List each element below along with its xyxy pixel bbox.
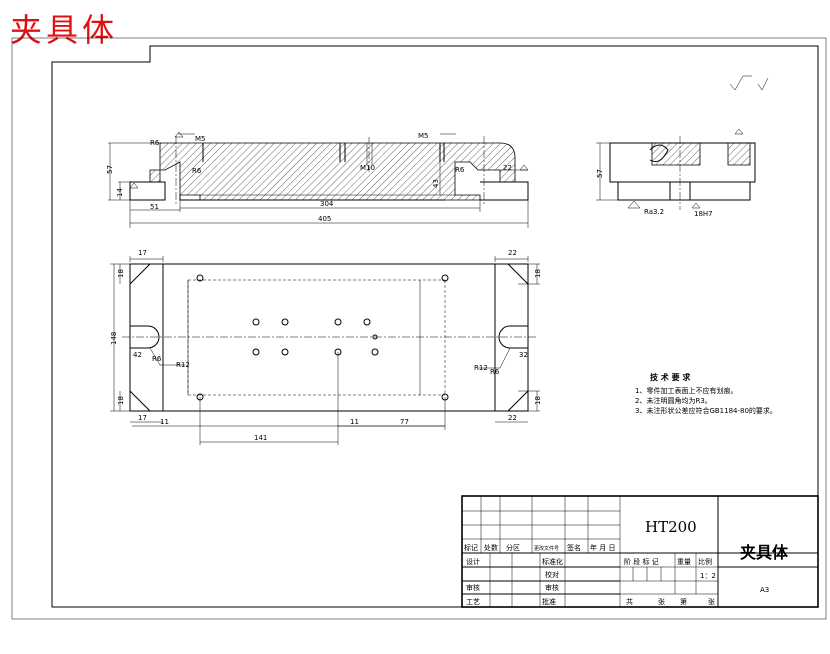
dim-front-m5-right: M5: [418, 132, 429, 140]
dim-front-r6-top: R6: [150, 139, 160, 147]
dim-front-r6-left: R6: [192, 167, 202, 175]
technical-requirements: 技 术 要 求 1、零件加工表面上不应有划痕。 2、未注明圆角均为R3。 3、未…: [635, 372, 777, 415]
tb-rev-mark: 标记: [464, 543, 478, 552]
tb-stage-label: 阶 段 标 记: [624, 557, 659, 566]
tech-req-item: 1、零件加工表面上不应有划痕。: [635, 386, 737, 395]
tb-rev-doc: 更改文件号: [534, 545, 559, 552]
tb-role-approve: 批准: [542, 597, 556, 606]
tech-req-title: 技 术 要 求: [650, 372, 691, 382]
dim-plan-bottom-right: 22: [508, 414, 517, 422]
tb-weight-label: 重量: [677, 558, 691, 566]
dim-plan-right-slot: 32: [519, 351, 528, 359]
dim-front-right: 22: [503, 164, 512, 172]
dim-front-recess: 43: [432, 179, 440, 188]
front-view: 57 14 405 304 51 43 22 R6 R6 R6 M5 M5 M1…: [106, 131, 529, 228]
outer-border: [11, 37, 827, 620]
watermark-title: 夹具体: [10, 11, 119, 49]
tb-sheet-size: A3: [760, 586, 769, 594]
dim-plan-width: 148: [110, 332, 118, 345]
title-block: 标记 处数 分区 更改文件号 签名 年 月 日 设计 审核 工艺 标准化 批准 …: [461, 495, 819, 608]
dim-plan-rbv: 18: [534, 396, 542, 405]
dim-plan-ltv: 18: [117, 269, 125, 278]
tb-sheet-num: 第: [680, 597, 687, 606]
dim-front-inner: 304: [320, 200, 334, 208]
dim-front-left: 51: [150, 203, 159, 211]
plan-view: 17 22 17 22 148 18 18 18 18 42 32 R12 R1…: [110, 249, 542, 445]
tb-scale-value: 1：2: [700, 572, 716, 580]
tb-material: HT200: [645, 518, 697, 536]
dim-plan-right-spacing: 77: [400, 418, 409, 426]
dim-plan-r12-left: R12: [176, 361, 190, 369]
tb-rev-zone: 分区: [506, 543, 520, 552]
side-view: 57 18H7 Ra3.2: [596, 128, 756, 218]
dim-plan-left-small: 11: [160, 418, 169, 426]
tb-sheet-zhang1: 张: [658, 597, 665, 606]
tb-misc-review: 审核: [545, 583, 559, 592]
tb-misc-check: 校对: [545, 570, 559, 579]
tb-role-std: 标准化: [542, 557, 563, 566]
tech-req-item: 2、未注明圆角均为R3。: [635, 396, 712, 405]
dim-plan-top-left: 17: [138, 249, 147, 257]
tb-part-name: 夹具体: [740, 543, 789, 562]
dim-front-r6-right: R6: [455, 166, 465, 174]
tb-rev-sign: 签名: [567, 543, 581, 552]
dim-front-center: M10: [360, 164, 375, 172]
drawing-frame: [51, 45, 819, 608]
dim-front-overall: 405: [318, 215, 331, 223]
tb-role-design: 设计: [466, 557, 480, 566]
dim-side-roughness: Ra3.2: [644, 208, 664, 216]
tb-role-review: 审核: [466, 583, 480, 592]
dim-front-height: 57: [106, 165, 114, 174]
dim-plan-lbv: 18: [117, 396, 125, 405]
plan-holes: [196, 274, 449, 401]
dim-plan-left-slot: 42: [133, 351, 142, 359]
tb-rev-date: 年 月 日: [590, 543, 615, 552]
dim-plan-rtv: 18: [534, 269, 542, 278]
dim-plan-r12-right: R12: [474, 364, 488, 372]
dim-side-height: 57: [596, 169, 604, 178]
dim-front-base: 14: [116, 188, 124, 197]
dim-plan-mid-small: 11: [350, 418, 359, 426]
dim-plan-spacing: 141: [254, 434, 267, 442]
dim-plan-r6-right: R6: [490, 368, 500, 376]
dim-plan-top-right: 22: [508, 249, 517, 257]
tech-req-item: 3、未注形状公差应符合GB1184-80的要求。: [635, 406, 777, 415]
roughness-symbol: [729, 75, 769, 91]
dim-plan-bottom-left: 17: [138, 414, 147, 422]
dim-front-m5-left: M5: [195, 135, 206, 143]
tb-role-process: 工艺: [466, 598, 480, 606]
tb-sheet-zhang2: 张: [708, 597, 715, 606]
tb-sheet-total: 共: [626, 597, 633, 606]
tb-rev-count: 处数: [484, 543, 498, 552]
dim-plan-r6-left: R6: [152, 355, 162, 363]
dim-side-fit: 18H7: [694, 210, 713, 218]
tb-scale-label: 比例: [698, 557, 712, 566]
